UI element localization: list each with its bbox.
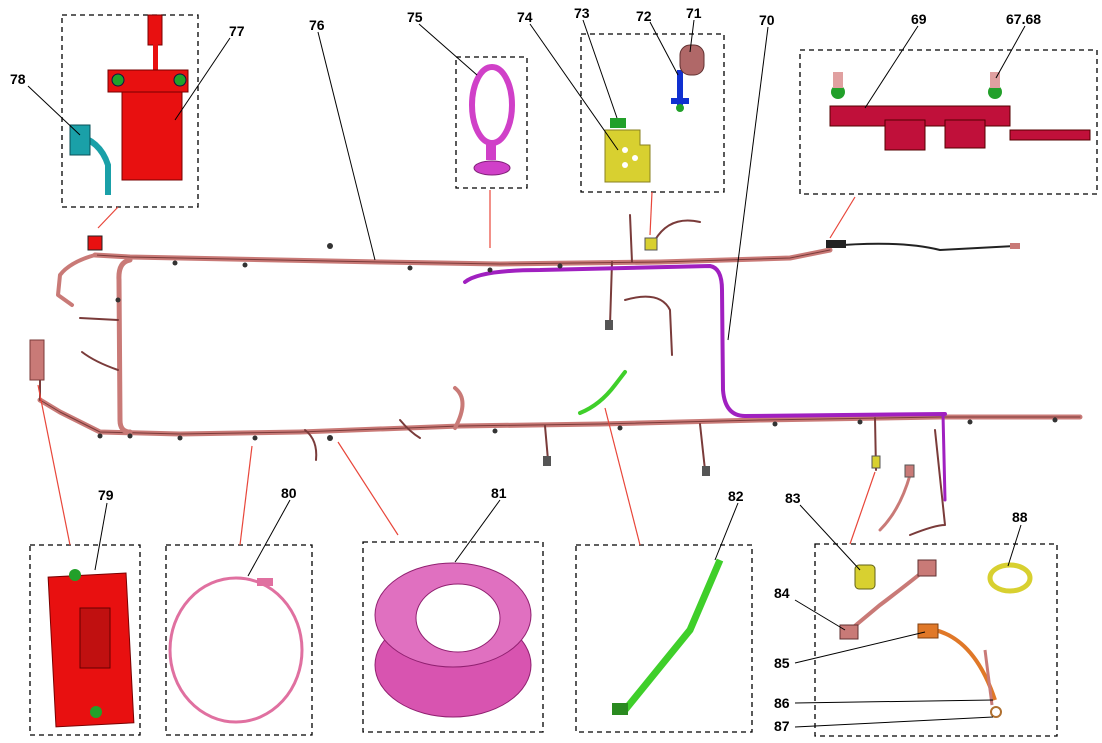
label-73: 73	[574, 5, 590, 21]
label-81: 81	[491, 485, 507, 501]
label-84: 84	[774, 585, 790, 601]
label-79: 79	[98, 487, 114, 503]
label-82: 82	[728, 488, 744, 504]
label-72: 72	[636, 8, 652, 24]
label-87: 87	[774, 718, 790, 734]
label-70: 70	[759, 12, 775, 28]
part-number-labels: 78 77 76 75 74 73 72 71 70 69 67.68 79 8…	[10, 5, 1041, 734]
label-69: 69	[911, 11, 927, 27]
label-76: 76	[309, 17, 325, 33]
label-86: 86	[774, 695, 790, 711]
detail-box-83-88	[814, 543, 1058, 737]
label-77: 77	[229, 23, 245, 39]
main-harness	[29, 214, 1083, 536]
leader-lines	[27, 19, 1026, 728]
detail-box-81	[362, 541, 544, 733]
label-78: 78	[10, 71, 26, 87]
label-71: 71	[686, 5, 702, 21]
detail-box-82	[575, 544, 753, 733]
label-88: 88	[1012, 509, 1028, 525]
label-83: 83	[785, 490, 801, 506]
detail-box-79	[29, 544, 141, 736]
detail-box-80	[165, 544, 313, 736]
label-85: 85	[774, 655, 790, 671]
label-75: 75	[407, 9, 423, 25]
detail-box-71-74	[580, 33, 725, 193]
callout-arrows	[37, 190, 876, 546]
detail-box-67-69	[799, 49, 1098, 195]
label-80: 80	[281, 485, 297, 501]
label-67-68: 67.68	[1006, 11, 1041, 27]
detail-box-75	[455, 56, 528, 189]
detail-box-77-78	[61, 14, 199, 208]
label-74: 74	[517, 9, 533, 25]
